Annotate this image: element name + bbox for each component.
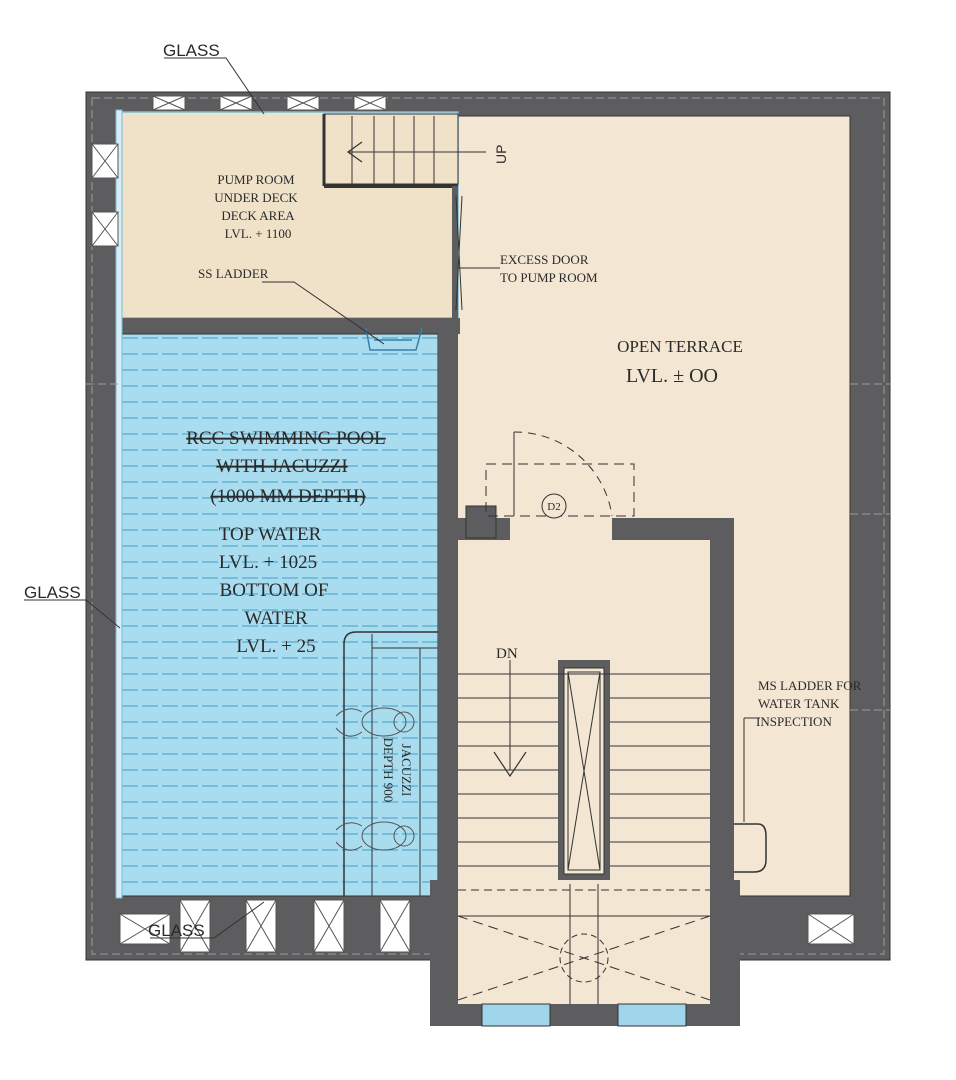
svg-text:WATER TANK: WATER TANK — [758, 696, 840, 711]
open-terrace-label: OPEN TERRACE — [617, 337, 743, 356]
glass-label-left: GLASS — [24, 583, 81, 602]
pump-room-label: PUMP ROOM UNDER DECK DECK AREA LVL. + 11… — [214, 172, 298, 241]
svg-text:MS LADDER FOR: MS LADDER FOR — [758, 678, 862, 693]
ms-ladder-label: MS LADDER FOR WATER TANK INSPECTION — [756, 678, 862, 729]
svg-text:PUMP ROOM: PUMP ROOM — [217, 172, 295, 187]
pump-room-door — [455, 195, 463, 311]
svg-text:LVL. + 1025: LVL. + 1025 — [219, 552, 317, 573]
svg-text:LVL. + 1100: LVL. + 1100 — [225, 226, 292, 241]
deck-stair — [322, 113, 486, 188]
svg-text:BOTTOM OF: BOTTOM OF — [220, 580, 329, 601]
swimming-pool-water — [119, 333, 439, 897]
leader-lines — [24, 57, 760, 939]
ss-ladder-icon — [365, 327, 423, 351]
deck-right-wall — [452, 186, 458, 318]
svg-text:EXCESS DOOR: EXCESS DOOR — [500, 252, 589, 267]
svg-text:DECK AREA: DECK AREA — [221, 208, 295, 223]
up-arrow-icon — [346, 141, 363, 163]
door-tag-label: D2 — [547, 501, 560, 513]
jacuzzi-label: JACUZZI DEPTH 900 — [381, 738, 414, 803]
door-tag-icon — [541, 493, 567, 519]
stair-window-right — [617, 1003, 687, 1027]
svg-text:WATER: WATER — [244, 608, 308, 629]
glass-label-bottom: GLASS — [148, 921, 205, 940]
jacuzzi — [335, 631, 438, 896]
svg-text:LVL. + 25: LVL. + 25 — [236, 636, 315, 657]
jacuzzi-seat-icon — [335, 707, 415, 851]
svg-text:UNDER DECK: UNDER DECK — [214, 190, 298, 205]
svg-text:TO PUMP ROOM: TO PUMP ROOM — [500, 270, 598, 285]
ss-ladder-label: SS LADDER — [198, 266, 269, 281]
svg-text:RCC SWIMMING POOL: RCC SWIMMING POOL — [186, 428, 386, 449]
pool-glass-edge — [115, 109, 123, 899]
svg-text:WITH JACUZZI: WITH JACUZZI — [216, 456, 347, 477]
deck-pool-divider-wall — [120, 318, 460, 334]
excess-door-label: EXCESS DOOR TO PUMP ROOM — [500, 252, 598, 285]
svg-text:TOP WATER: TOP WATER — [219, 524, 322, 545]
door-d2 — [485, 431, 635, 519]
water-level-label: TOP WATER LVL. + 1025 BOTTOM OF WATER LV… — [219, 524, 329, 657]
stair-core — [430, 505, 740, 1027]
ms-ladder — [734, 718, 767, 873]
window-crosses — [91, 95, 855, 953]
glass-label-top: GLASS — [163, 41, 220, 60]
down-arrow-icon — [493, 751, 527, 778]
pool-label: RCC SWIMMING POOL WITH JACUZZI (1000 MM … — [186, 428, 386, 507]
dn-label: DN — [496, 646, 518, 662]
svg-text:INSPECTION: INSPECTION — [756, 714, 832, 729]
svg-text:JACUZZI: JACUZZI — [399, 744, 414, 797]
up-label: UP — [493, 145, 509, 164]
pool-side-wall — [438, 334, 458, 520]
terrace-level-label: LVL. ± OO — [626, 365, 718, 387]
svg-text:(1000 MM DEPTH): (1000 MM DEPTH) — [210, 486, 365, 507]
stair-window-left — [481, 1003, 551, 1027]
svg-text:DEPTH 900: DEPTH 900 — [381, 738, 396, 803]
